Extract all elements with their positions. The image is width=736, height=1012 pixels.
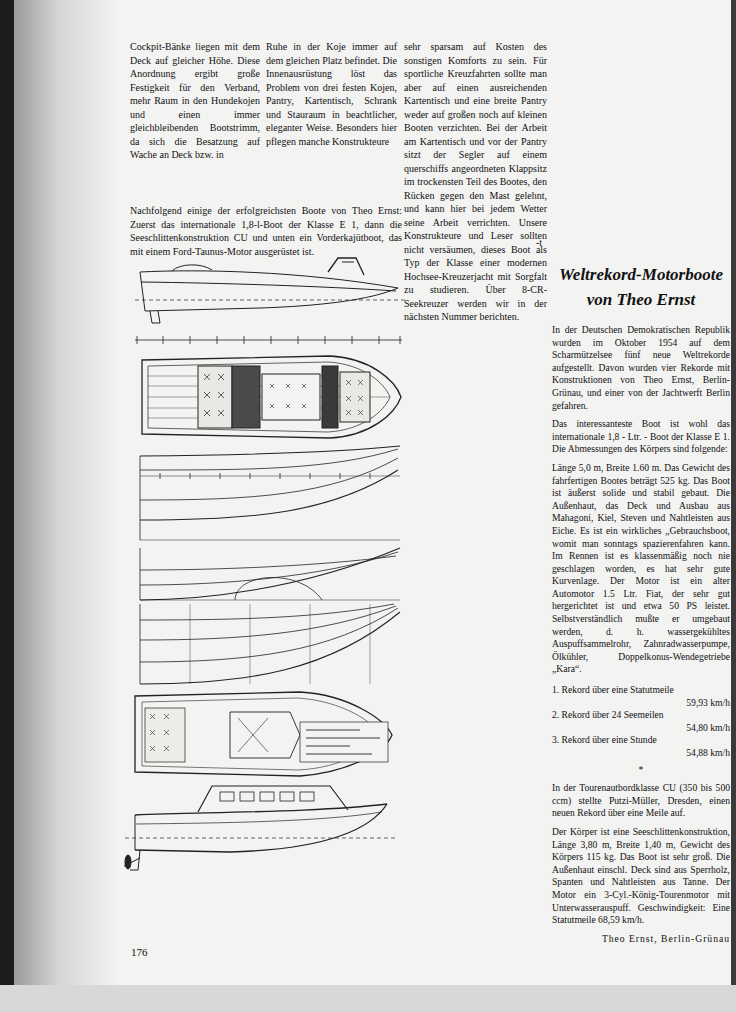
drawing-line: [240, 792, 254, 801]
body-paragraph: sehr sparsam auf Kosten des sonstigen Ko…: [404, 40, 547, 324]
drawing-line: [198, 786, 348, 812]
drawing-line: [342, 262, 354, 263]
drawing-line: [140, 552, 398, 585]
drawing-line: [140, 449, 398, 470]
drawing-line: [136, 812, 382, 824]
drawing-line: [140, 608, 398, 662]
drawing-line: [280, 792, 294, 801]
drawing-line: [270, 384, 306, 408]
drawing-line: [140, 604, 394, 620]
body-paragraph: Ruhe in der Koje immer auf dem gleichen …: [266, 40, 397, 148]
drawing-line: [204, 374, 224, 416]
drawing-line: [140, 556, 396, 570]
drawing-line: [235, 577, 322, 600]
drawing-line: [300, 792, 314, 801]
drawing-line: [135, 300, 405, 301]
drawing-line: [145, 708, 185, 762]
drawing-line: [238, 718, 268, 752]
cabin-boat-profile: [124, 786, 395, 870]
drawing-line: [140, 548, 400, 600]
end-mark: -t: [536, 236, 550, 250]
drawing-line: [150, 311, 160, 323]
drawing-line: [262, 374, 320, 420]
drawing-line: [322, 366, 338, 428]
drawing-line: [260, 792, 274, 801]
drawing-line: [731, 0, 736, 1012]
cu-lines-plan: [140, 446, 400, 684]
drawing-line: [220, 792, 234, 801]
drawing-line: [0, 0, 14, 1012]
drawing-line: [135, 804, 387, 852]
drawing-line: [141, 282, 396, 291]
drawing-line: [140, 548, 141, 600]
drawing-line: [145, 288, 398, 311]
drawing-line: [140, 600, 400, 601]
drawing-line: [300, 722, 388, 762]
drawing-line: [172, 265, 212, 271]
drawing-line: [346, 380, 363, 415]
drawing-line: [190, 604, 370, 684]
record-value: 54,88 km/h: [552, 747, 730, 760]
cabin-boat-plan: [135, 692, 392, 776]
drawing-line: [135, 815, 136, 850]
drawing-line: [140, 540, 400, 541]
drawing-line: [135, 340, 402, 341]
author-signature: Theo Ernst, Berlin-Grünau: [552, 933, 730, 946]
drawing-line: [137, 336, 400, 344]
drawing-line: [230, 712, 300, 758]
drawing-line: [125, 855, 131, 869]
record-value: 54,80 km/h: [552, 722, 730, 735]
body-paragraph: In der Tourenautbordklasse CU (350 bis 5…: [552, 782, 730, 820]
record-value: 59,93 km/h: [552, 697, 730, 710]
body-paragraph: In der Deutschen Demokratischen Republik…: [552, 324, 730, 412]
drawing-line: [140, 612, 400, 684]
scale-bar: [135, 336, 402, 344]
drawing-line: [0, 985, 736, 1012]
right-column: Weltrekord-Motorboote von Theo Ernst In d…: [552, 262, 730, 945]
drawing-line: [328, 258, 364, 275]
body-paragraph: Länge 5,0 m, Breite 1.60 m. Das Gewicht …: [552, 462, 730, 676]
article-title: Weltrekord-Motorboote von Theo Ernst: [552, 262, 730, 312]
record-line: 3. Rekord über eine Stunde: [552, 734, 730, 747]
drawing-line: [160, 473, 370, 479]
body-paragraph: Der Körper ist eine Seeschlittenkonstruk…: [552, 826, 730, 927]
e1-deck-plan: [142, 356, 401, 438]
drawing-line: [140, 272, 145, 311]
page-number: 176: [131, 946, 161, 960]
drawing-line: [148, 362, 390, 432]
drawing-line: [140, 458, 398, 500]
drawing-line: [142, 356, 401, 438]
body-paragraph: Cockpit-Bänke liegen mit dem Deck auf gl…: [130, 40, 260, 162]
drawing-line: [150, 714, 169, 751]
separator-star: *: [552, 764, 730, 777]
drawing-line: [125, 838, 395, 839]
drawing-line: [140, 271, 398, 288]
record-line: 2. Rekord über 24 Seemeilen: [552, 709, 730, 722]
drawing-line: [340, 372, 370, 422]
drawing-line: [140, 606, 396, 640]
drawing-line: [140, 604, 141, 684]
drawing-line: [198, 366, 232, 428]
drawing-line: [140, 446, 400, 456]
e1-profile: [135, 258, 405, 323]
figure-caption: Nachfolgend einige der erfolgreichsten B…: [130, 204, 402, 258]
record-line: 1. Rekord über eine Statutmeile: [552, 684, 730, 697]
drawing-line: [140, 476, 400, 477]
drawing-line: [135, 804, 387, 815]
drawing-line: [124, 850, 140, 870]
drawing-line: [135, 692, 392, 776]
drawing-line: [140, 456, 141, 540]
drawing-line: [232, 366, 260, 428]
drawing-line: [306, 730, 380, 754]
body-paragraph: Das interessanteste Boot ist wohl das in…: [552, 418, 730, 456]
drawing-line: [0, 0, 118, 1012]
